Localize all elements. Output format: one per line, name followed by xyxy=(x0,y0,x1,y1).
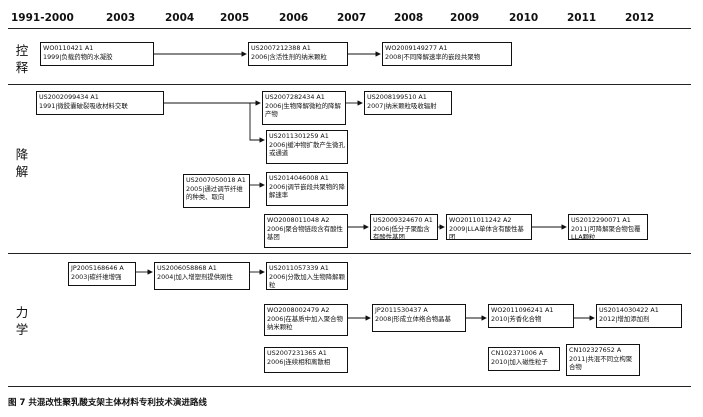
patent-box: US2007212388 A1 2006|含活性剂的纳米颗粒 xyxy=(248,42,348,66)
patent-number: WO2008011048 A2 xyxy=(267,216,330,224)
patent-box: WO2008011048 A2 2006|聚合物链段含有酸性基团 xyxy=(264,214,348,248)
section-divider xyxy=(8,386,691,387)
patent-description: 2010|芳香化合物 xyxy=(491,314,542,323)
patent-box: US2011057339 A1 2006|分散加入生物降解颗粒 xyxy=(266,262,348,290)
patent-box: US2007282434 A1 2006|生物降解微粒的降解产物 xyxy=(262,91,346,125)
patent-box: WO2011096241 A1 2010|芳香化合物 xyxy=(488,304,574,328)
patent-description: 2006|聚合物链段含有酸性基团 xyxy=(267,224,343,242)
year-label: 2007 xyxy=(337,12,367,24)
patent-number: WO2008002479 A2 xyxy=(267,306,330,314)
patent-box: US2012290071 A1 2011|可降解聚合物包覆LLA颗粒 xyxy=(568,214,648,240)
patent-description: 2006|分散加入生物降解颗粒 xyxy=(269,272,345,290)
year-label: 2011 xyxy=(567,12,597,24)
section-label-mechanics: 力学 xyxy=(15,305,29,337)
patent-description: 2011|共混不同立构聚合物 xyxy=(569,354,633,372)
patent-number: JP2005168646 A xyxy=(71,264,124,272)
patent-number: US2007282434 A1 xyxy=(265,93,325,101)
section-divider xyxy=(8,84,691,85)
patent-box: CN102327652 A 2011|共混不同立构聚合物 xyxy=(566,344,640,376)
year-label: 2004 xyxy=(165,12,195,24)
patent-box: US2014030422 A1 2012|增加添加剂 xyxy=(596,304,682,328)
year-label: 2005 xyxy=(220,12,250,24)
patent-number: CN102327652 A xyxy=(569,346,622,354)
patent-number: US2014046008 A1 xyxy=(269,174,329,182)
patent-description: 2008|不同降解速率的嵌段共聚物 xyxy=(385,52,481,61)
patent-box: WO2009149277 A1 2008|不同降解速率的嵌段共聚物 xyxy=(382,42,512,66)
patent-box: WO2008002479 A2 2006|在基质中加入聚合物纳米颗粒 xyxy=(264,304,348,336)
year-label: 2010 xyxy=(509,12,539,24)
section-label-control: 控释 xyxy=(15,43,29,75)
year-label: 2006 xyxy=(279,12,309,24)
patent-description: 2009|LLA单体含有酸性基团 xyxy=(449,224,524,240)
patent-box: US2009324670 A1 2006|低分子聚酯含有酸性基团 xyxy=(370,214,438,240)
section-label-degradation: 降解 xyxy=(15,147,29,179)
patent-number: US2007231365 A1 xyxy=(267,349,327,357)
patent-box: CN102371006 A 2010|加入磁性粒子 xyxy=(488,347,560,371)
patent-description: 2005|通过调节纤维的种类、取向 xyxy=(186,184,243,202)
patent-number: JP2011530437 A xyxy=(375,306,428,314)
patent-number: WO2011011242 A2 xyxy=(449,216,512,224)
year-label: 2003 xyxy=(106,12,136,24)
patent-description: 2006|低分子聚酯含有酸性基团 xyxy=(373,224,430,240)
patent-number: US2014030422 A1 xyxy=(599,306,659,314)
patent-box: US2002099434 A1 1991|微胶囊破裂吸收材料交联 xyxy=(36,91,164,115)
patent-description: 2008|形成立体络合物晶基 xyxy=(375,314,451,323)
patent-number: WO2009149277 A1 xyxy=(385,44,448,52)
patent-description: 2006|在基质中加入聚合物纳米颗粒 xyxy=(267,314,343,332)
patent-number: US2011301259 A1 xyxy=(269,132,329,140)
patent-description: 2006|含活性剂的纳米颗粒 xyxy=(251,52,327,61)
figure-caption: 图 7 共混改性聚乳酸支架主体材料专利技术演进路线 xyxy=(8,398,207,408)
patent-number: US2012290071 A1 xyxy=(571,216,631,224)
patent-number: US2007050018 A1 xyxy=(186,176,246,184)
patent-box: US2007050018 A1 2005|通过调节纤维的种类、取向 xyxy=(183,174,250,208)
patent-box: US2008199510 A1 2007|纳米颗粒吸收辐射 xyxy=(364,91,452,115)
patent-number: WO0110421 A1 xyxy=(43,44,94,52)
patent-number: WO2011096241 A1 xyxy=(491,306,554,314)
year-label: 2012 xyxy=(625,12,655,24)
patent-description: 2003|碳纤维增强 xyxy=(71,272,122,281)
patent-description: 2006|生物降解微粒的降解产物 xyxy=(265,101,341,119)
patent-description: 2006|连续相和离散相 xyxy=(267,357,331,366)
patent-box: JP2005168646 A 2003|碳纤维增强 xyxy=(68,262,136,286)
patent-number: CN102371006 A xyxy=(491,349,544,357)
patent-number: US2011057339 A1 xyxy=(269,264,329,272)
year-label: 2009 xyxy=(450,12,480,24)
year-label: 1991-2000 xyxy=(11,12,74,24)
section-divider xyxy=(8,253,691,254)
patent-number: US2007212388 A1 xyxy=(251,44,311,52)
patent-box: WO2011011242 A2 2009|LLA单体含有酸性基团 xyxy=(446,214,532,240)
patent-description: 2006|调节嵌段共聚物的降解速率 xyxy=(269,182,345,200)
patent-description: 2006|缓冲物扩散产生微孔或通道 xyxy=(269,140,345,158)
patent-description: 2010|加入磁性粒子 xyxy=(491,357,548,366)
patent-description: 1991|微胶囊破裂吸收材料交联 xyxy=(39,101,128,110)
patent-box: US2007231365 A1 2006|连续相和离散相 xyxy=(264,347,348,373)
patent-description: 2012|增加添加剂 xyxy=(599,314,650,323)
patent-description: 1999|负载药物的水凝胶 xyxy=(43,52,113,61)
patent-box: WO0110421 A1 1999|负载药物的水凝胶 xyxy=(40,42,154,66)
patent-number: US2008199510 A1 xyxy=(367,93,427,101)
patent-number: US2006058868 A1 xyxy=(157,264,217,272)
patent-number: US2009324670 A1 xyxy=(373,216,433,224)
patent-box: JP2011530437 A 2008|形成立体络合物晶基 xyxy=(372,304,466,332)
patent-description: 2004|加入增塑剂提供刚性 xyxy=(157,272,233,281)
patent-box: US2011301259 A1 2006|缓冲物扩散产生微孔或通道 xyxy=(266,130,348,164)
patent-box: US2014046008 A1 2006|调节嵌段共聚物的降解速率 xyxy=(266,172,348,206)
patent-number: US2002099434 A1 xyxy=(39,93,99,101)
header-divider xyxy=(8,28,691,29)
patent-box: US2006058868 A1 2004|加入增塑剂提供刚性 xyxy=(154,262,250,290)
patent-description: 2007|纳米颗粒吸收辐射 xyxy=(367,101,437,110)
year-label: 2008 xyxy=(394,12,424,24)
patent-description: 2011|可降解聚合物包覆LLA颗粒 xyxy=(571,224,641,240)
